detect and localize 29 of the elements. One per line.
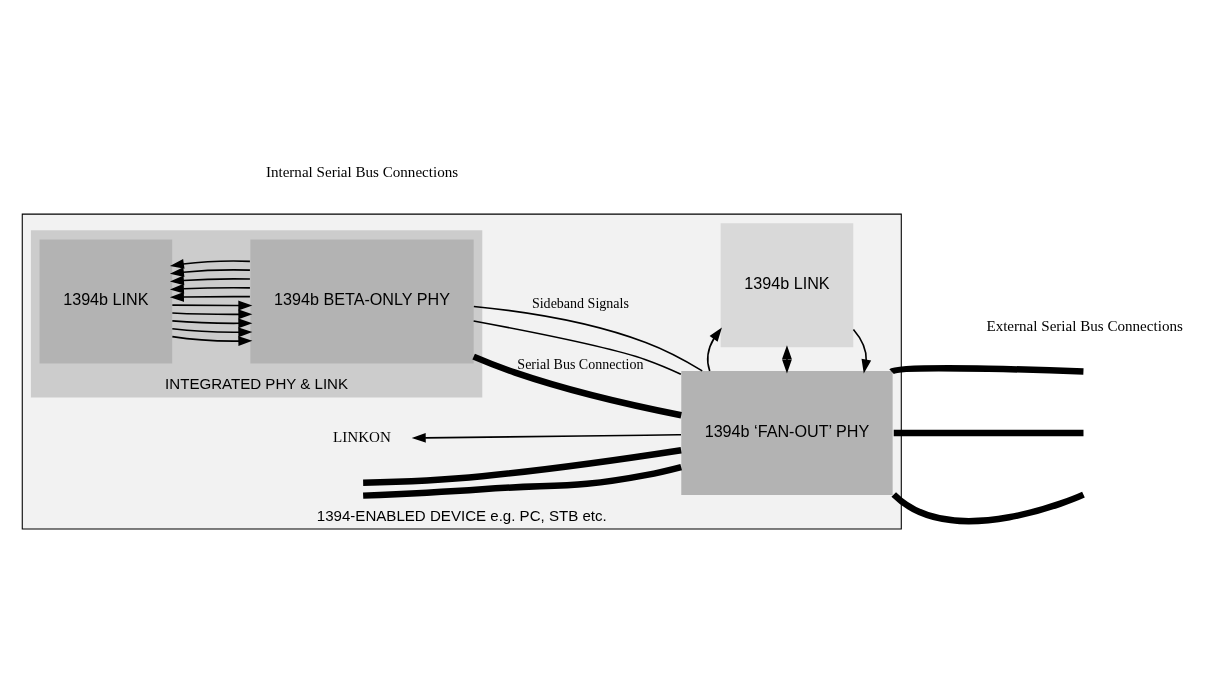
connector [472,353,682,418]
node-box: 1394b BETA-ONLY PHY [250,238,474,363]
connector [891,491,1085,524]
arrow [169,266,251,277]
arrow [171,317,253,328]
connector [893,429,1084,436]
label: External Serial Bus Connections [986,317,1183,334]
node-text: LINKON [333,428,391,445]
arrow [852,328,872,373]
arrow [169,283,251,294]
connector [472,319,682,375]
arrow [171,326,253,337]
node-box: 1394b LINK [39,238,173,363]
node-box: 1394b ‘FAN-OUT’ PHY [681,370,893,495]
connector [890,364,1084,375]
arrow [171,335,253,346]
node-box: 1394b LINK [720,222,854,347]
label: Internal Serial Bus Connections [265,163,459,180]
connector [473,305,704,372]
arrow [171,309,253,319]
arrow [169,275,251,285]
edge-label: Serial Bus Connection [517,356,644,372]
arrow [411,432,682,443]
arrow [171,300,253,310]
edge-label: Sideband Signals [531,295,629,311]
arrow [706,327,722,372]
arrow [169,258,251,269]
arrow [782,344,792,373]
arrow [169,291,251,302]
